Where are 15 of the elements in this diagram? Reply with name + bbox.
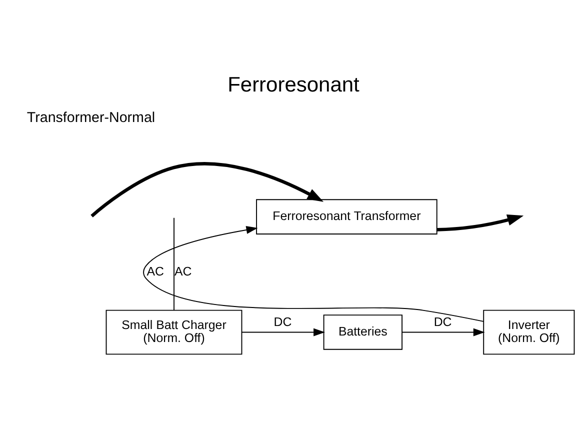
node-box: Ferroresonant Transformer — [256, 198, 438, 234]
node-box: Inverter (Norm. Off) — [483, 309, 575, 354]
edge-label: DC — [274, 314, 292, 328]
diagram-title: Ferroresonant — [228, 72, 360, 96]
arrow — [241, 328, 325, 336]
arrow — [143, 225, 484, 322]
edge-label: AC — [146, 264, 164, 278]
edge-label: DC — [434, 314, 452, 328]
node-box: Small Batt Charger (Norm. Off) — [106, 309, 242, 354]
arrow — [402, 328, 485, 336]
edge-label: AC — [174, 264, 192, 278]
arrow — [437, 214, 524, 231]
node-box: Batteries — [323, 314, 402, 350]
label: Transformer-Normal — [26, 109, 156, 126]
arrow — [90, 162, 324, 217]
